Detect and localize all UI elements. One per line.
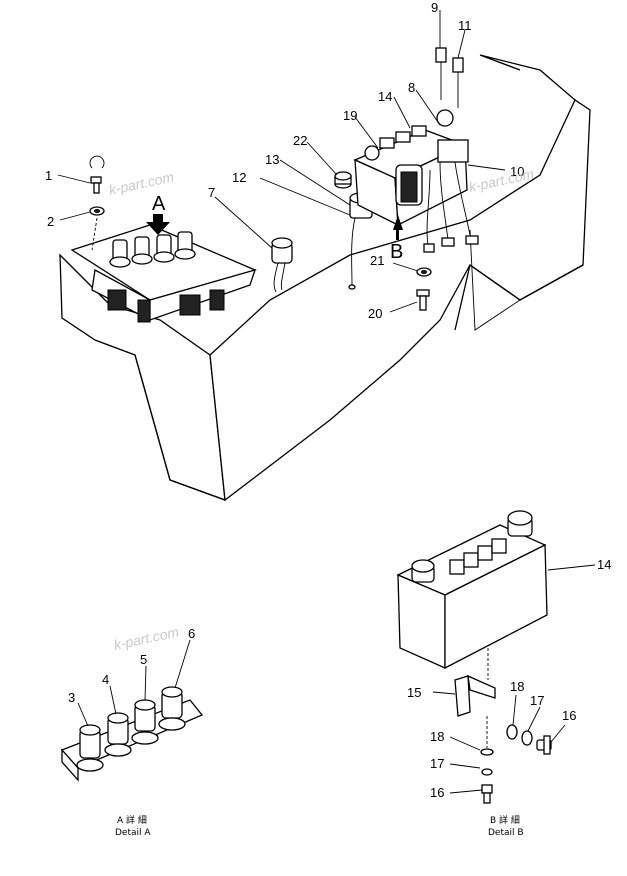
callout-6: 6: [188, 626, 195, 641]
detail-a-switch-3: [76, 724, 104, 772]
view-letter-b: B: [390, 241, 403, 263]
detail-b-hardware: [480, 716, 552, 804]
watermark: k-part.com: [107, 168, 175, 197]
terminal-part-11: [452, 57, 464, 108]
callouts-main: 1 2 7 8 9 10 11 12 13 14 19 20 21 22: [45, 0, 524, 321]
detail-b-callout-17b: 17: [430, 756, 444, 771]
cap-part-22: [334, 171, 352, 189]
callout-9: 9: [431, 0, 438, 15]
detail-b-caption-en: Detail B: [488, 828, 524, 838]
detail-a-switch-4: [104, 712, 132, 757]
view-arrow-a: A: [146, 193, 170, 235]
relay-part-10: [423, 139, 479, 253]
callout-19: 19: [343, 108, 357, 123]
callout-13: 13: [265, 152, 279, 167]
bolt-part-20: [416, 289, 430, 311]
callout-2: 2: [47, 214, 54, 229]
callout-3: 3: [68, 690, 75, 705]
detail-b-callout-18a: 18: [510, 679, 524, 694]
callout-1: 1: [45, 168, 52, 183]
panel-switches: [109, 231, 196, 268]
detail-b-callout-16b: 16: [430, 785, 444, 800]
switch-part-7: [271, 237, 293, 293]
callout-22: 22: [293, 133, 307, 148]
view-arrow-b: B: [390, 215, 403, 263]
detail-a: 3 4 5 6 A 詳 細 Detail A: [60, 626, 204, 838]
callout-7: 7: [208, 185, 215, 200]
screw-part-1: [89, 155, 105, 194]
fuse-box-part-14: [353, 109, 468, 227]
washer-part-21: [416, 267, 432, 277]
detail-a-switch-5: [131, 699, 159, 745]
detail-b-callout-15: 15: [407, 685, 421, 700]
callout-10: 10: [510, 164, 524, 179]
callout-8: 8: [408, 80, 415, 95]
detail-b: 14 15 18 17 16 18 17 16 B 詳 細 Detail B: [396, 510, 611, 838]
terminal-part-9: [435, 47, 447, 100]
detail-b-callout-18b: 18: [430, 729, 444, 744]
watermark: k-part.com: [112, 623, 180, 652]
detail-b-fuse-box-14: [396, 510, 548, 670]
detail-a-caption-en: Detail A: [115, 828, 151, 838]
detail-b-callout-16a: 16: [562, 708, 576, 723]
detail-b-callout-14: 14: [597, 557, 611, 572]
washer-part-2: [89, 206, 105, 251]
detail-a-caption-jp: A 詳 細: [117, 814, 147, 826]
callout-14: 14: [378, 89, 392, 104]
callout-12: 12: [232, 170, 246, 185]
callout-4: 4: [102, 672, 109, 687]
leader-lines-main: [57, 10, 506, 313]
detail-b-caption-jp: B 詳 細: [490, 814, 520, 826]
detail-a-switch-6: [158, 686, 186, 731]
callout-5: 5: [140, 652, 147, 667]
callout-20: 20: [368, 306, 382, 321]
view-letter-a: A: [152, 193, 166, 215]
detail-b-bracket-15: [454, 648, 496, 717]
callout-21: 21: [370, 253, 384, 268]
callout-11: 11: [458, 18, 472, 33]
detail-b-callout-17a: 17: [530, 693, 544, 708]
